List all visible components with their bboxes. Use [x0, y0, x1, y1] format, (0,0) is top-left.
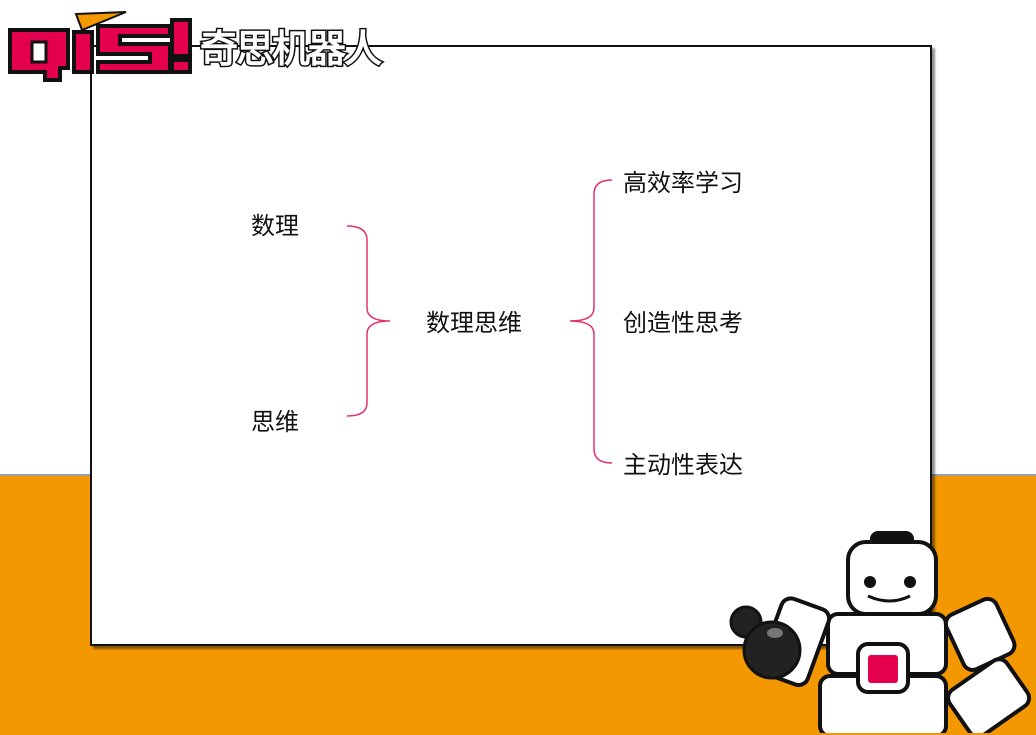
right-item: 主动性表达 — [623, 451, 743, 479]
logo-name: 奇思机器人 — [198, 26, 383, 73]
center-item: 数理思维 — [426, 309, 522, 337]
left-item: 思维 — [251, 408, 299, 436]
logo-mark — [8, 11, 192, 82]
right-item: 创造性思考 — [623, 309, 743, 337]
right-item: 高效率学习 — [623, 169, 743, 197]
left-item: 数理 — [251, 212, 299, 240]
slide-card — [90, 45, 932, 646]
